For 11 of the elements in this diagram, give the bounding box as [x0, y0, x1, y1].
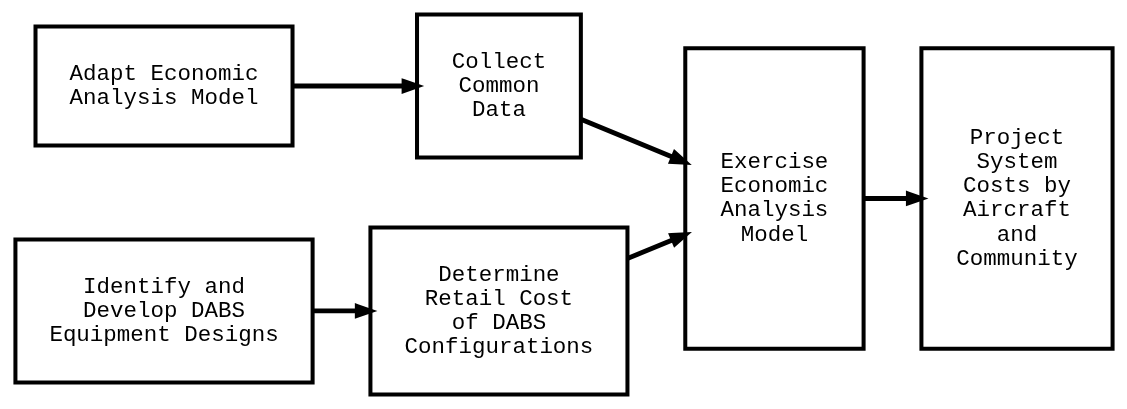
- arrow: [863, 190, 928, 207]
- node-box: Collect Common Data: [414, 12, 583, 160]
- node-box: Identify and Develop DABS Equipment Designs: [12, 237, 315, 385]
- node-box: Project System Costs by Aircraft and Community: [918, 46, 1115, 351]
- arrow: [312, 303, 377, 319]
- arrow: [626, 231, 692, 261]
- arrow: [292, 78, 424, 94]
- node-box: Exercise Economic Analysis Model: [682, 46, 866, 351]
- node-box: Determine Retail Cost of DABS Configurations: [367, 225, 629, 397]
- arrow: [580, 117, 692, 166]
- node-box: Adapt Economic Analysis Model: [33, 24, 295, 148]
